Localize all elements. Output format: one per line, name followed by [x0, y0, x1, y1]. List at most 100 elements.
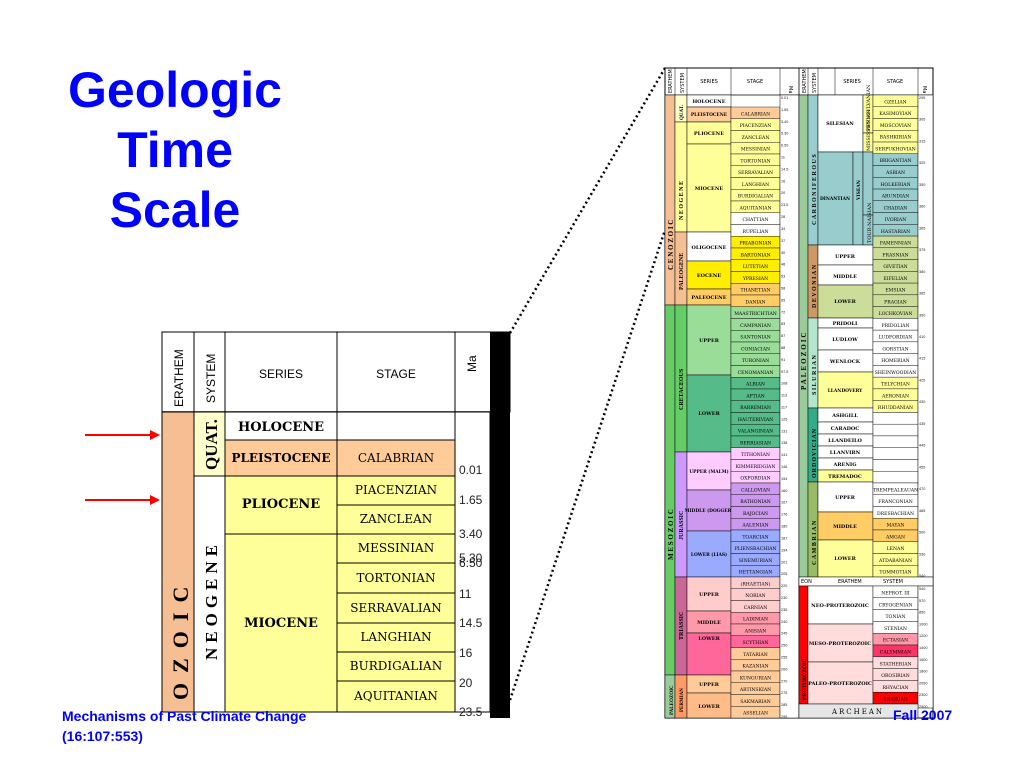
chart-right-stage-label: AMGAN [885, 534, 905, 540]
red-arrows [85, 430, 160, 505]
zoom-series-miocene: MIOCENE [244, 616, 318, 631]
chart-left-ma-label: 91 [781, 358, 785, 362]
chart-series-cret-lower: LOWER [698, 411, 720, 417]
chart-left-stage-label: ANISIAN [744, 628, 766, 634]
chart-left-ma-label: 5.30 [781, 132, 788, 136]
zoom-ma-0: 0.01 [459, 463, 483, 477]
chart-right-stage-cell [872, 447, 919, 460]
chart-right-stage-label: DRESBACHIAN [877, 511, 914, 517]
chart-right-ma-label: 410 [919, 335, 925, 339]
chart-series-wenlock: WENLOCK [829, 359, 861, 365]
chart-series-cret-upper: UPPER [699, 338, 720, 344]
chart-right-stage-label: SERPUKHOVIAN [875, 146, 915, 152]
chart-left-stage-label: DANIAN [745, 299, 765, 305]
chart-right-stage-label: HOLKERIAN [880, 182, 910, 188]
precambrian-system-label: STATHERIAN [879, 661, 911, 667]
chart-left-ma-label: 88 [781, 346, 785, 350]
chart-right-stage-label: ASBIAN [885, 170, 905, 176]
zoom-ma-1: 1.65 [459, 493, 483, 507]
precambrian-ma-label: 570 [919, 599, 925, 603]
chart-left-ma-label: 240 [781, 620, 787, 624]
chart-series-caradoc: CARADOC [831, 426, 860, 432]
chart-left-ma-label: 46 [781, 263, 785, 267]
chart-series-dev-lower: LOWER [834, 299, 856, 305]
chart-right-ma-label: 500 [919, 531, 925, 535]
chart-left-stage-label: TURONIAN [742, 358, 769, 364]
chart-left-stage-label: SAKMARIAN [740, 699, 771, 705]
chart-left-stage-label: ASSELIAN [742, 711, 768, 717]
chart-left-ma-label: 65 [781, 298, 785, 302]
chart-left-ma-label: 11 [781, 156, 785, 160]
chart-era-cenozoic: C E N O Z O I C [667, 220, 675, 270]
precambrian-ma-label: 850 [919, 611, 925, 615]
chart-right-stage-label: ARUNDIAN [881, 194, 910, 200]
chart-subsystem-mississippian: MISSISSIPPIAN [866, 109, 872, 151]
chart-left-stage-label: BERRIASIAN [740, 440, 771, 446]
chart-era-paleozoic-left: PALEOZOIC [670, 685, 675, 715]
zoom-stage-zanclean: ZANCLEAN [360, 512, 433, 526]
chart-left-ma-label: 20 [781, 191, 785, 195]
chart-left-stage-label: BATHONIAN [740, 499, 770, 505]
chart-series-camb-lower: LOWER [834, 556, 856, 562]
chart-left-ma-label: 250 [781, 644, 787, 648]
zoom-ma-8: 20 [459, 676, 473, 690]
chart-right-stage-label: IVORIAN [885, 217, 906, 223]
chart-left-stage-label: SCYTHIAN [743, 640, 769, 646]
zoom-header-system: SYSTEM [204, 354, 218, 403]
chart-left-stage-label: NORIAN [745, 593, 765, 599]
chart-right-ma-label: 350 [919, 183, 925, 187]
precambrian-era-neo: NEO-PROTEROZOIC [811, 603, 869, 609]
chart-right-stage-cell [872, 412, 919, 425]
chart-left-stage-label: LANGHIAN [742, 182, 769, 188]
chart-left-ma-label: 187 [781, 536, 787, 540]
chart-left-ma-label: 160 [781, 489, 787, 493]
chart-left-stage-label: APTIAN [745, 393, 765, 399]
chart-series-tri-upper: UPPER [699, 592, 720, 598]
zoom-line-bottom [508, 229, 667, 701]
chart-series-camb-middle: MIDDLE [833, 524, 857, 530]
chart-left-stage-label: BAJOCIAN [743, 511, 768, 517]
zoom-stage-langhian: LANGHIAN [360, 630, 431, 644]
chart-left-ma-label: 6.50 [781, 144, 788, 148]
zoom-header-erathem: ERATHEM [172, 349, 186, 407]
precambrian-ma-label: 540 [919, 587, 925, 591]
chart-system-cambrian: CAMBRIAN [812, 519, 818, 565]
precambrian-ma-label: 1400 [919, 646, 927, 650]
chart-left-ma-label: 125 [781, 417, 787, 421]
slide-title: Geologic Time Scale [40, 60, 310, 240]
chart-series-llandeilo: LLANDEILO [828, 438, 862, 444]
chart-left-ma-label: 138 [781, 441, 787, 445]
chart-right-ma-label: 375 [919, 248, 925, 252]
chart-right-header-system: SYSTEM [812, 73, 818, 93]
chart-right-ma-label: 415 [919, 357, 925, 361]
chart-left-stage-label: BARTONIAN [740, 252, 770, 258]
chart-series-camb-upper: UPPER [835, 495, 856, 501]
chart-subsystem-pennsylvanian: PENNSYLVANIAN [866, 84, 872, 131]
chart-left-stage-label: CARNIAN [744, 605, 767, 611]
chart-right-stage-label: HOMERIAN [881, 358, 909, 364]
chart-series-pliocene: PLIOCENE [694, 131, 724, 137]
zoom-stage-piacenzian: PIACENZIAN [355, 483, 437, 497]
footer-course-name: Mechanisms of Past Climate Change [62, 708, 307, 724]
chart-right-stage-label: PRIDOLIAN [881, 323, 909, 329]
chart-left-stage-label: HETTANGIAN [739, 570, 772, 576]
chart-left-stage-label: AALENIAN [741, 523, 768, 529]
chart-system-silurian: SILURIAN [812, 354, 818, 395]
precambrian-archean: ARCHEAN [831, 708, 884, 716]
chart-series-perm-lower: LOWER [698, 704, 720, 710]
precambrian-systems: NEPROT. IIICRYOGENIANTONIANSTENIANECTASI… [872, 585, 919, 705]
chart-left-stages: CALABRIANPIACENZIANZANCLEANMESSINIANTORT… [730, 106, 781, 719]
chart-left-ma-label: 146 [781, 465, 787, 469]
chart-left-stage-label: PRIABONIAN [739, 241, 771, 247]
chart-left-ma-label: 58 [781, 286, 785, 290]
footer-course-code: (16:107:553) [62, 728, 143, 744]
zoom-ma-9: 23.5 [459, 705, 483, 719]
chart-right-stage-label: HASTARIAN [881, 229, 910, 235]
zoom-stage-burdigalian: BURDIGALIAN [350, 659, 442, 673]
precambrian-system-label: TONIAN [885, 614, 905, 620]
chart-left-stage-label: LADINIAN [743, 617, 768, 623]
chart-left-ma-label: 230 [781, 596, 787, 600]
chart-left-ma-label: 154 [781, 477, 787, 481]
chart-left-ma-label: 28 [781, 215, 785, 219]
chart-series-oligocene: OLIGOCENE [691, 245, 726, 251]
